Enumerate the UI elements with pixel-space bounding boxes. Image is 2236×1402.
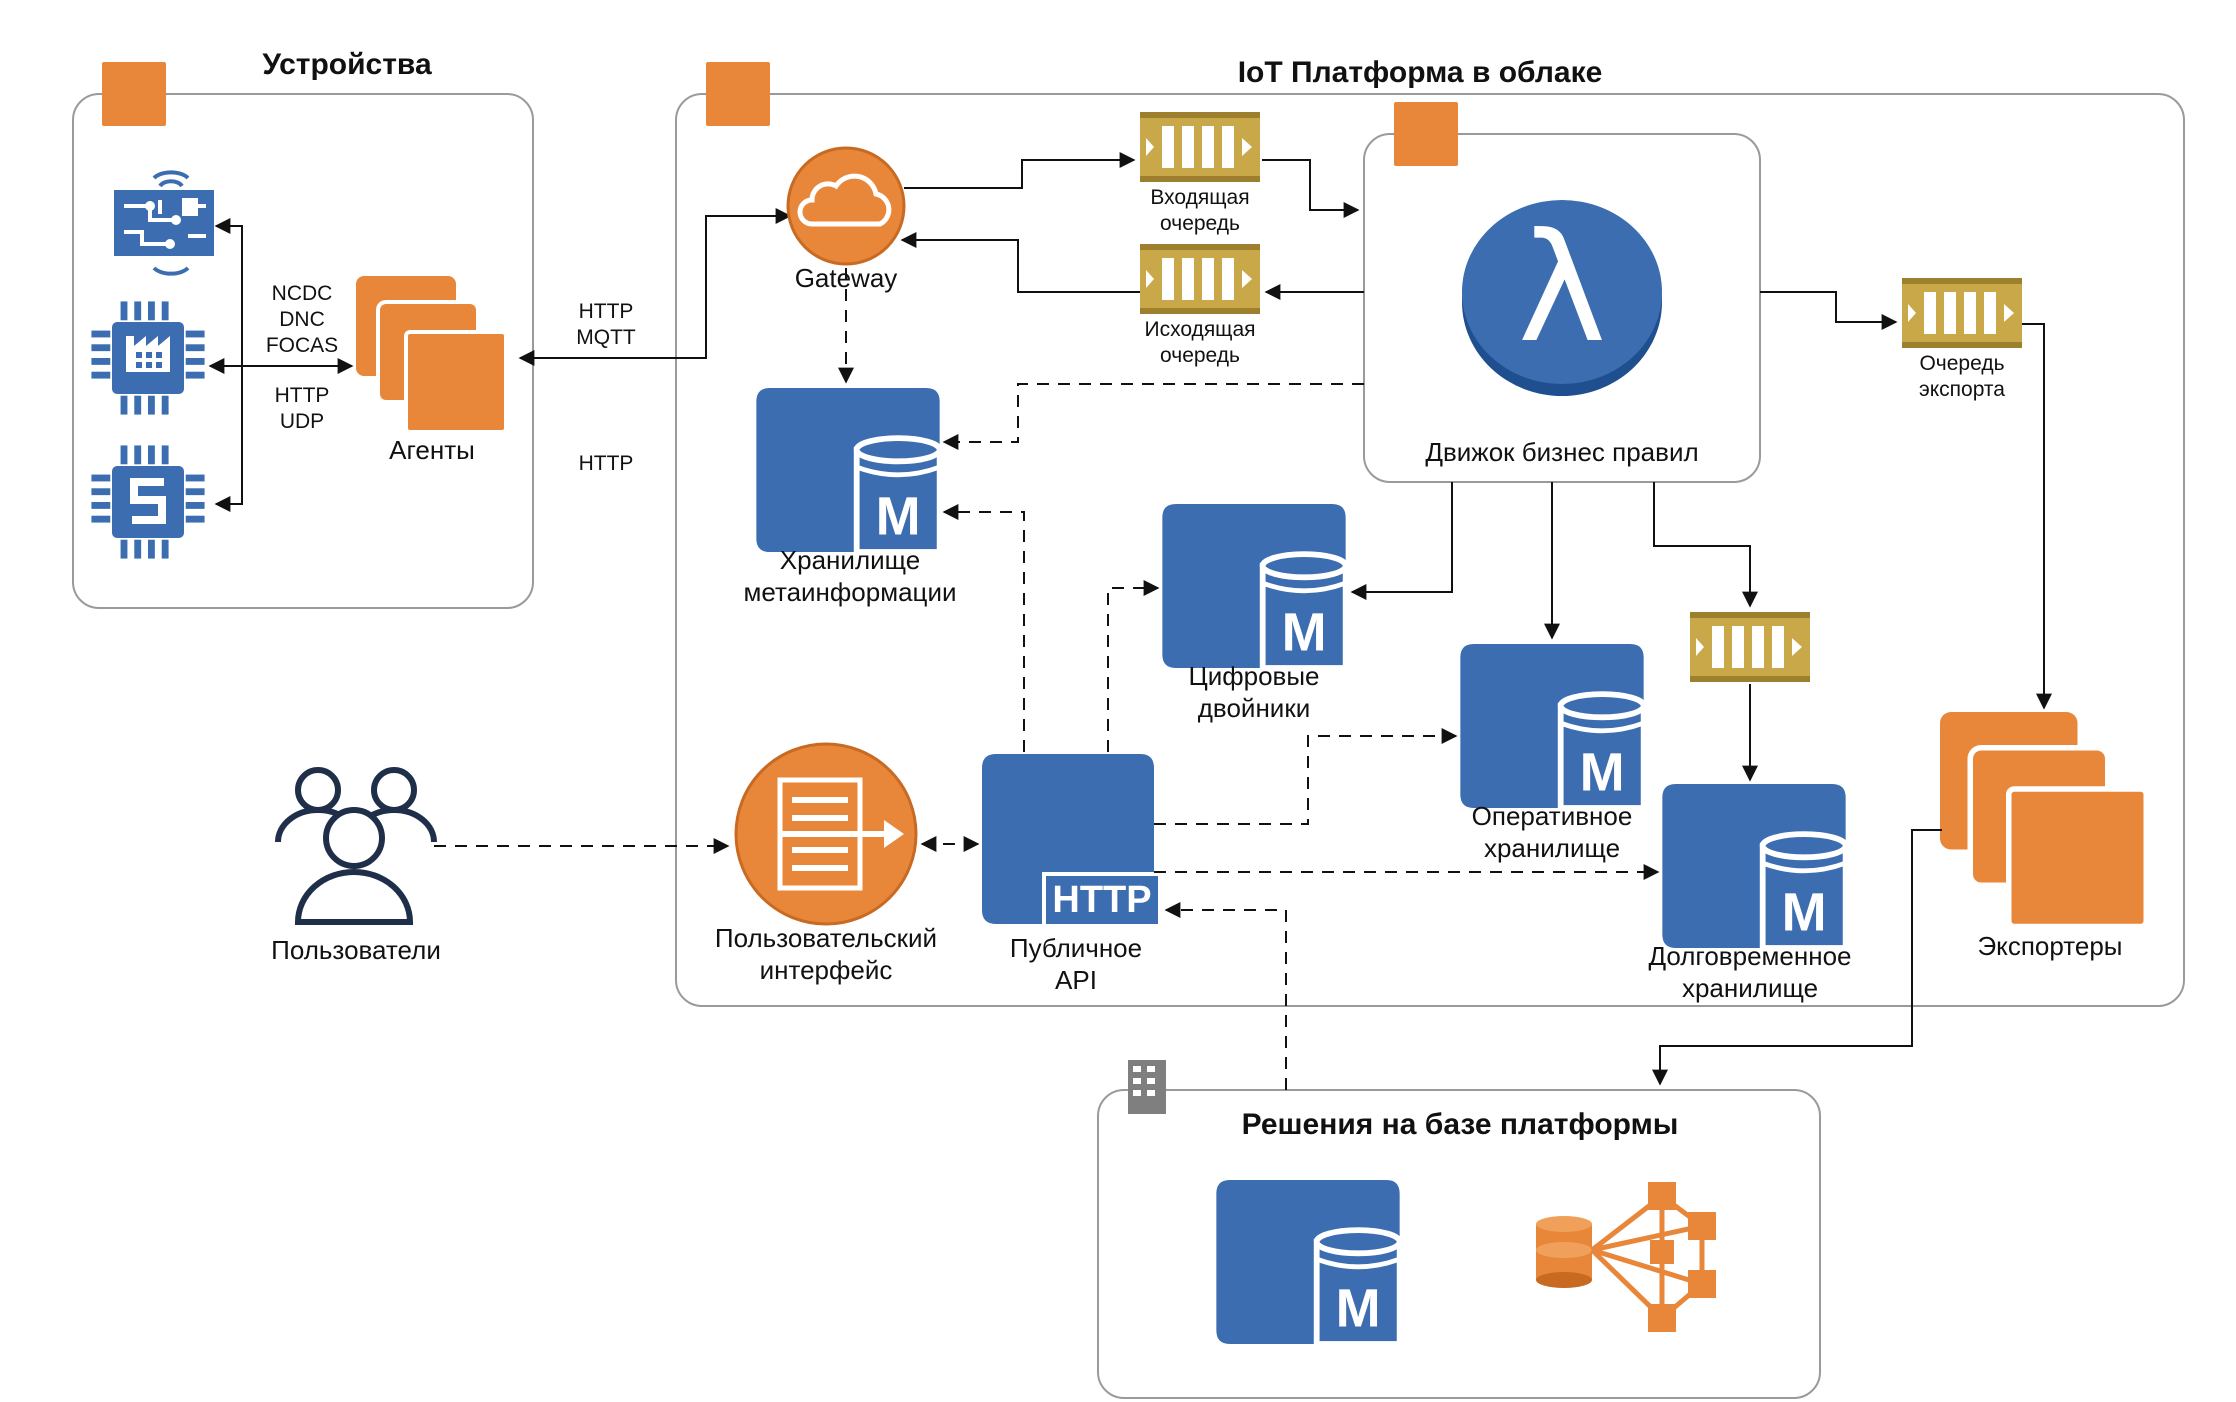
public-api-label-2: API — [1055, 965, 1097, 995]
agents-protocol-1: NCDC — [271, 282, 333, 305]
platform-group-title: IoT Платформа в облаке — [1237, 56, 1603, 89]
platform-group-badge — [706, 62, 770, 126]
gateway-cloud-icon — [786, 146, 906, 266]
meta-store-label-1: Хранилище — [779, 545, 921, 575]
export-queue-icon — [1902, 278, 2022, 348]
operational-store-icon — [1460, 644, 1643, 808]
solution-db-icon — [1216, 1180, 1399, 1344]
longterm-store-label-2: хранилище — [1681, 973, 1819, 1003]
inbound-queue-icon — [1140, 112, 1260, 182]
meta-store-icon — [756, 388, 939, 552]
meta-store-label-2: метаинформации — [743, 577, 957, 607]
engine-to-meta — [942, 383, 1364, 450]
gateway-protocol-2: MQTT — [576, 326, 636, 349]
export-queue-label-1: Очередь — [1919, 352, 2005, 375]
users-icon — [275, 767, 437, 925]
public-api-label-1: Публичное — [1009, 933, 1143, 963]
inbound-to-engine — [1262, 159, 1360, 218]
api-to-operational — [1154, 728, 1458, 825]
inbound-queue-label-2: очередь — [1160, 212, 1240, 235]
operational-store-label-1: Оперативное — [1471, 801, 1633, 831]
exporters-icon — [1940, 712, 2146, 927]
outbound-queue-icon — [1140, 244, 1260, 314]
processor-chip-icon — [91, 445, 205, 559]
agents-protocol-2: DNC — [279, 308, 325, 331]
longterm-queue-icon — [1690, 612, 1810, 682]
platform-container — [675, 93, 2185, 1007]
user-interface-icon — [734, 742, 918, 926]
solutions-group-title: Решения на базе платформы — [1241, 1108, 1679, 1141]
outbound-queue-label-1: Исходящая — [1144, 318, 1256, 341]
users-label: Пользователи — [271, 935, 441, 965]
lambda-symbol: λ — [1517, 202, 1607, 376]
solutions-to-api — [1164, 902, 1287, 1090]
devices-group-badge — [102, 62, 166, 126]
engine-to-longterm-queue — [1653, 482, 1758, 608]
http-protocol-label: HTTP — [578, 452, 634, 475]
digital-twins-icon — [1162, 504, 1345, 668]
user-interface-label-2: интерфейс — [759, 955, 893, 985]
export-queue-label-2: экспорта — [1919, 378, 2005, 401]
solutions-container — [1097, 1089, 1821, 1399]
agents-alt-protocol-1: HTTP — [274, 384, 330, 407]
engine-to-digital-twins — [1350, 482, 1453, 600]
user-interface-label-1: Пользовательский — [714, 923, 938, 953]
digital-twins-label-2: двойники — [1197, 693, 1311, 723]
building-icon — [1128, 1060, 1166, 1114]
graph-db-icon — [1536, 1182, 1716, 1332]
outbound-to-gateway — [900, 232, 1140, 293]
rules-engine-badge — [1394, 102, 1458, 166]
public-api-icon — [982, 754, 1162, 928]
lambda-icon — [1462, 200, 1662, 396]
gateway-to-inbound — [904, 152, 1136, 189]
api-to-digital-twins — [1107, 580, 1160, 752]
engine-to-export-queue — [1760, 291, 1898, 330]
operational-store-label-2: хранилище — [1483, 833, 1621, 863]
agents-label: Агенты — [389, 435, 475, 465]
outbound-queue-label-2: очередь — [1160, 344, 1240, 367]
exporters-to-solutions — [1652, 829, 1942, 1086]
gateway-protocol-1: HTTP — [578, 300, 634, 323]
inbound-queue-label-1: Входящая — [1150, 186, 1250, 209]
agents-protocol-3: FOCAS — [265, 334, 339, 357]
agents-gateway-link — [518, 208, 792, 366]
exporters-label: Экспортеры — [1977, 931, 2123, 961]
http-badge-label: HTTP — [1052, 879, 1152, 921]
sensor-board-icon — [114, 170, 214, 276]
devices-group-title: Устройства — [262, 48, 432, 81]
longterm-store-label-1: Долговременное — [1648, 941, 1852, 971]
agents-icon — [356, 276, 508, 434]
gateway-label: Gateway — [794, 263, 898, 293]
api-to-meta — [942, 504, 1025, 752]
export-queue-to-exporters — [2022, 323, 2052, 710]
digital-twins-label-1: Цифровые — [1188, 661, 1320, 691]
rules-engine-label: Движок бизнес правил — [1425, 437, 1699, 467]
factory-chip-icon — [91, 301, 205, 415]
agents-alt-protocol-2: UDP — [279, 410, 325, 433]
